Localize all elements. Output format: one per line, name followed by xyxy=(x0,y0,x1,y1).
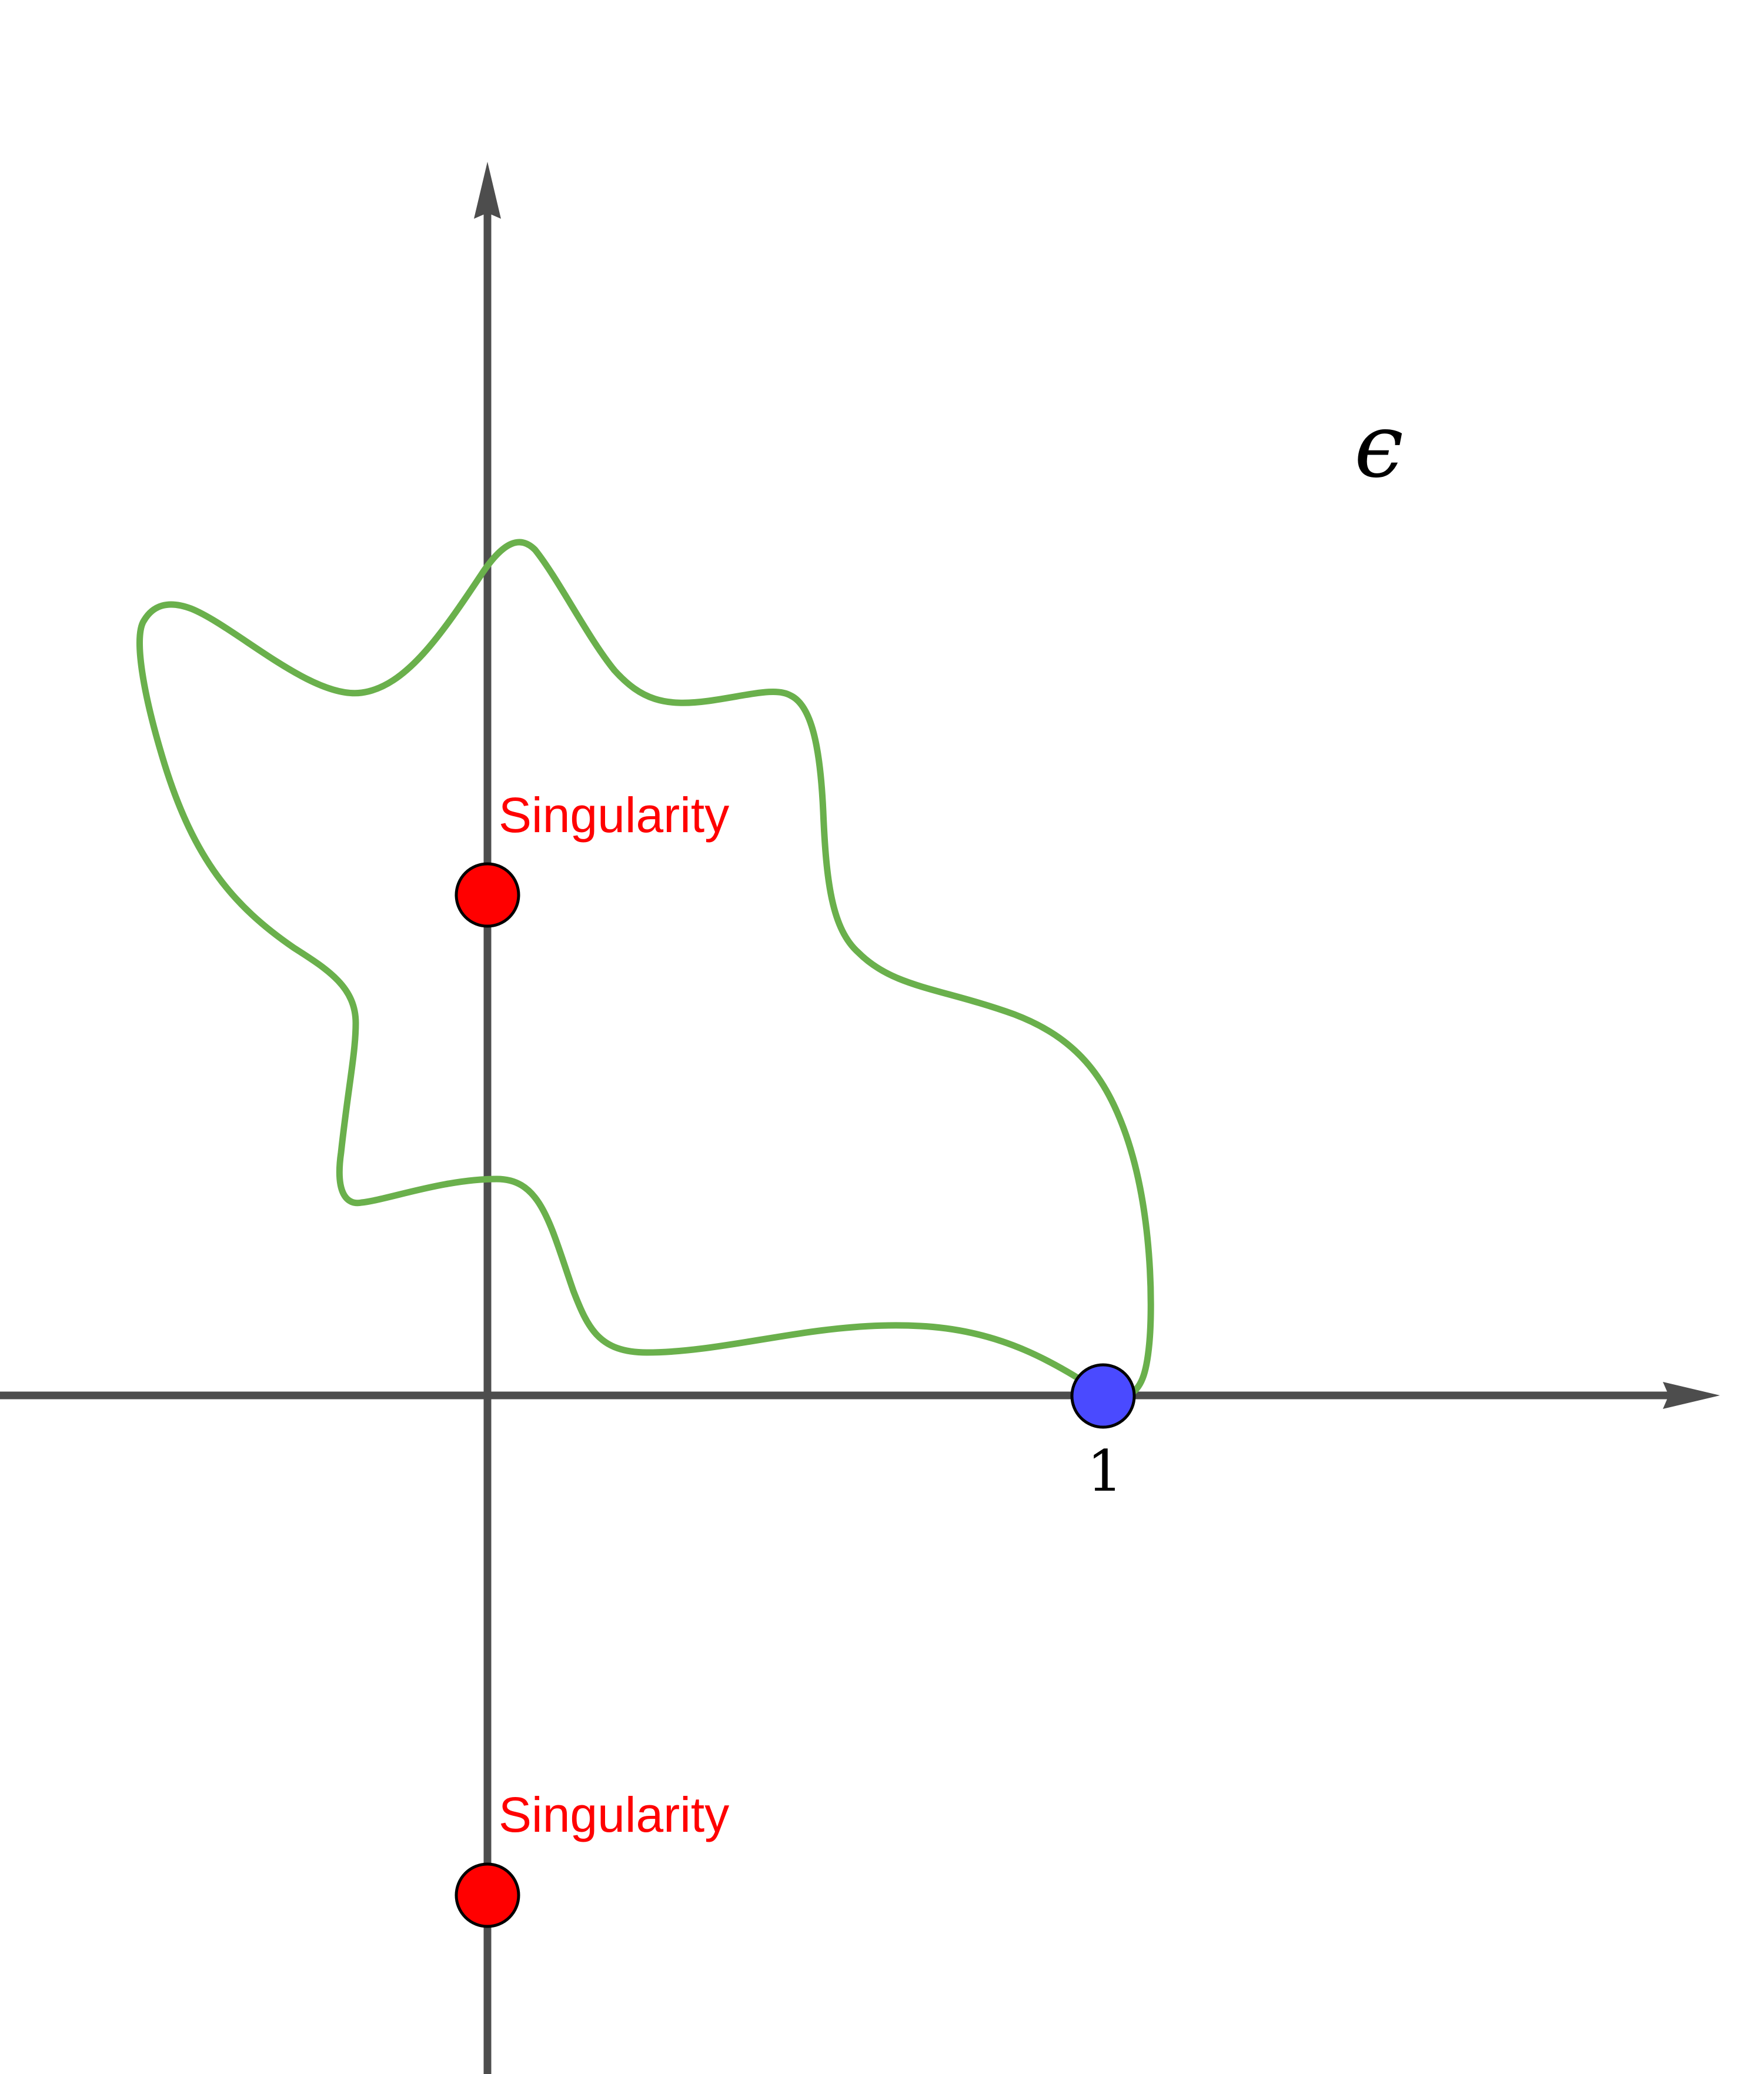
singularity-lower-label: Singularity xyxy=(499,1787,729,1842)
imaginary-axis-arrowhead xyxy=(474,162,501,219)
real-axis-arrowhead xyxy=(1663,1382,1720,1409)
unit-point[interactable] xyxy=(1070,1363,1136,1429)
singularity-upper-label: Singularity xyxy=(499,787,729,843)
singularity-lower-point[interactable] xyxy=(455,1862,520,1928)
region-label-epsilon: ϵ xyxy=(1354,395,1404,497)
unit-tick-label: 1 xyxy=(1087,1438,1122,1504)
singularity-upper-point[interactable] xyxy=(455,862,520,928)
integration-contour xyxy=(136,539,1154,1399)
